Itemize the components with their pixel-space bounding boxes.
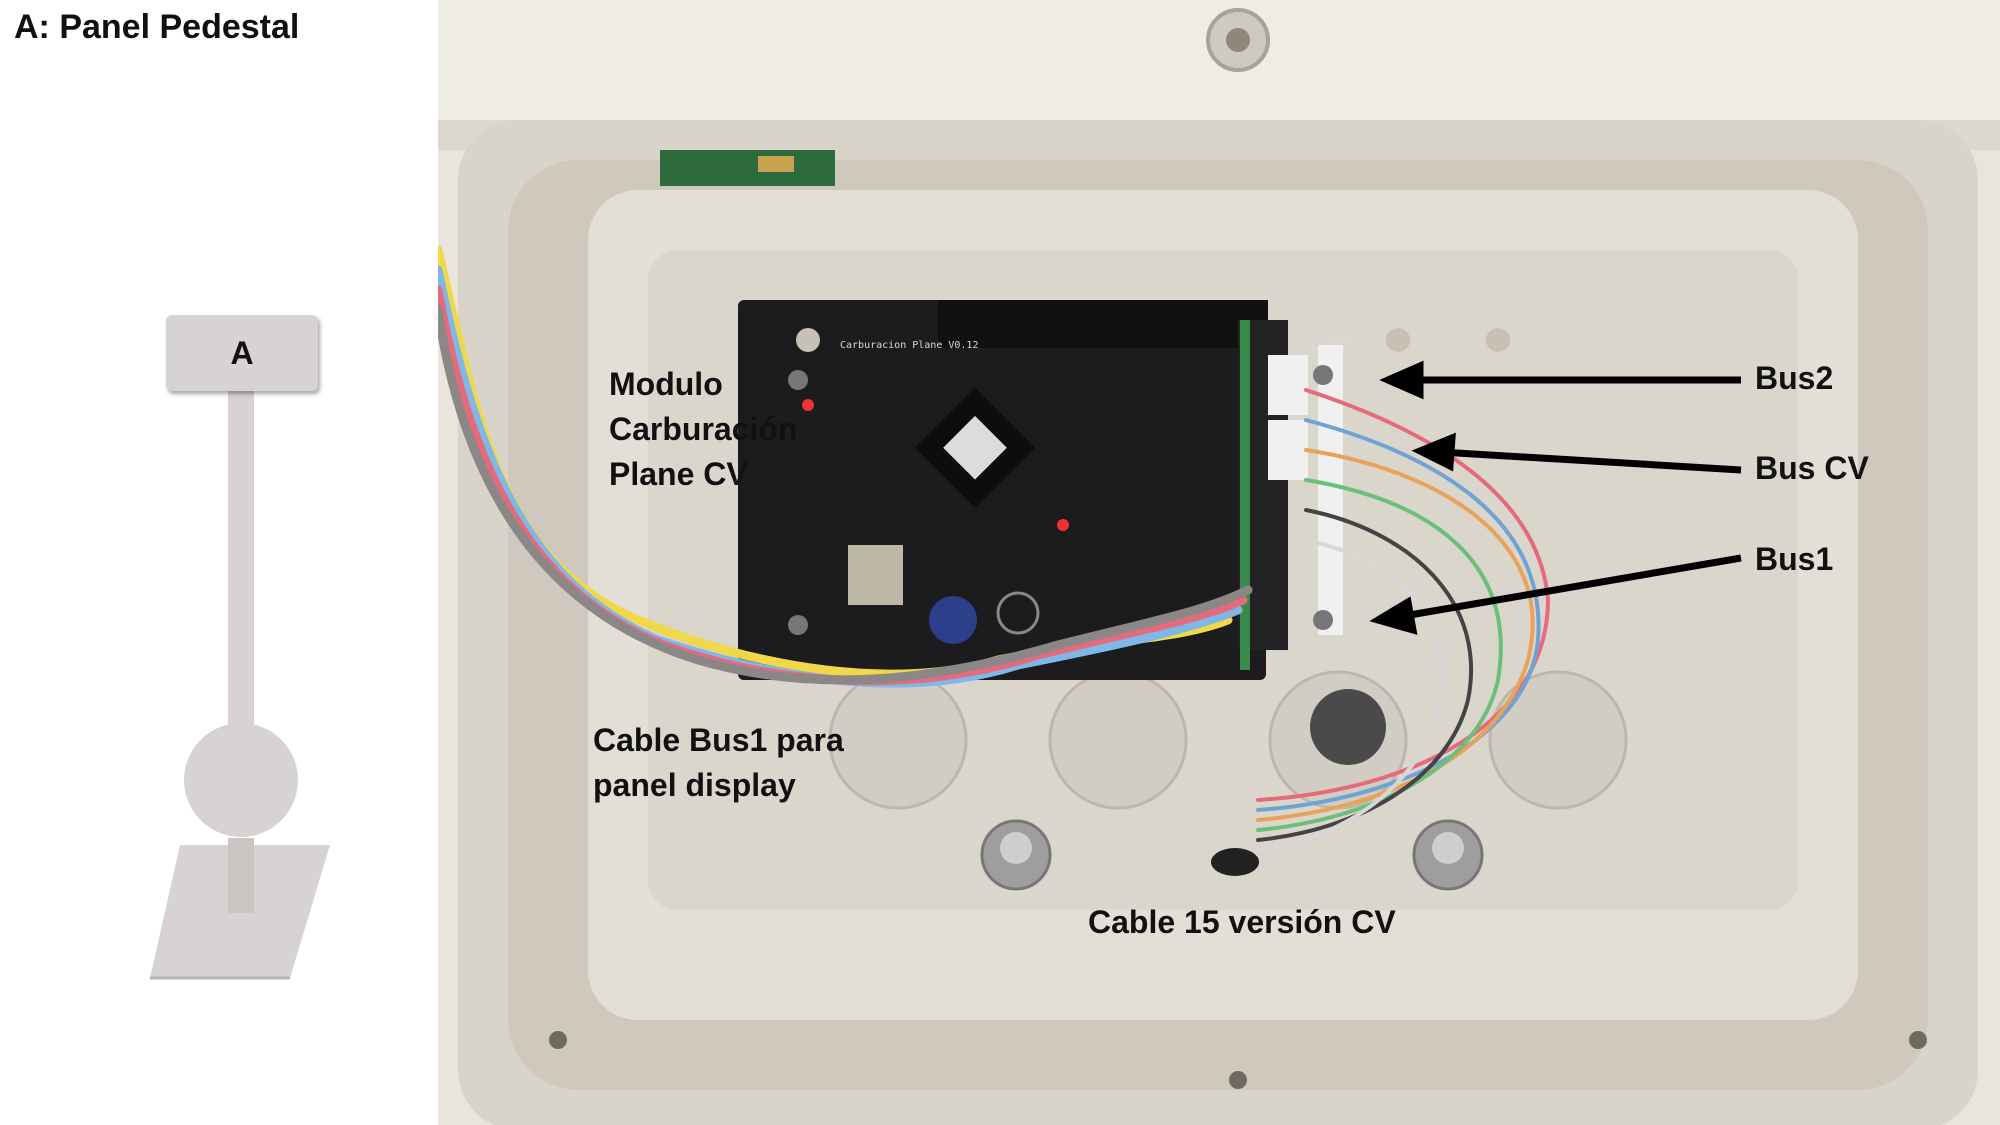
bus-cv-callout: Bus CV [1755,450,1869,486]
small-sensor-board [660,150,835,186]
module-callout: Modulo Carburación Plane CV [609,366,798,492]
wire-grey [438,305,1253,685]
pedestal-joint [184,723,298,837]
bus1-callout: Bus1 [1755,541,1834,577]
page-title: A: Panel Pedestal [14,8,300,46]
bus2-callout: Bus2 [1755,360,1834,396]
cable15-callout: Cable 15 versión CV [1088,904,1396,940]
pedestal-pole [228,390,254,735]
arrow-bus-cv [1439,448,1742,474]
cable-bus1-callout: Cable Bus1 para panel display [593,722,844,803]
pcb-silk-title: Carburacion Plane V0.12 [840,340,979,351]
pedestal-diagram [150,390,330,980]
enclosure-photo: Modulo Carburación Plane CV Bus2 Bus CV … [438,0,2000,1125]
cable15-entry [1211,848,1259,876]
pedestal-stem [228,838,254,913]
enclosure-drawing [438,0,2000,1125]
pedestal-label: A [166,315,318,391]
pcb-serial: S22921 [1313,333,1353,346]
arrow-bus1 [1397,554,1742,621]
